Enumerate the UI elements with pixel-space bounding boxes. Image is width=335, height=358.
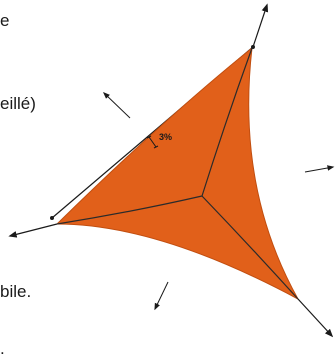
text-fragment-lower: bile. bbox=[0, 282, 32, 301]
force-arrows bbox=[102, 92, 335, 311]
shade-sail-diagram: 3% bbox=[8, 3, 335, 338]
corner-dot-left bbox=[50, 216, 54, 220]
tension-arrow-icon bbox=[8, 223, 58, 238]
tension-arrow-icon bbox=[154, 281, 169, 311]
triangular-sail bbox=[55, 46, 300, 301]
sail-seams bbox=[56, 47, 299, 300]
tension-arrow-icon bbox=[102, 92, 131, 119]
sag-label: 3% bbox=[159, 132, 172, 142]
seam-left bbox=[56, 195, 203, 225]
tension-arrow-icon bbox=[252, 3, 269, 48]
seam-right bbox=[201, 195, 299, 300]
text-fragment-top: e bbox=[0, 11, 10, 30]
text-fragment-middle: eillé) bbox=[0, 94, 36, 113]
tension-arrow-icon bbox=[297, 298, 334, 338]
sag-indicator: 3% bbox=[146, 132, 172, 149]
corner-tension-arrows bbox=[8, 3, 334, 338]
sag-bracket-icon bbox=[148, 136, 157, 148]
seam-top bbox=[201, 47, 253, 197]
tension-arrow-icon bbox=[304, 165, 335, 173]
